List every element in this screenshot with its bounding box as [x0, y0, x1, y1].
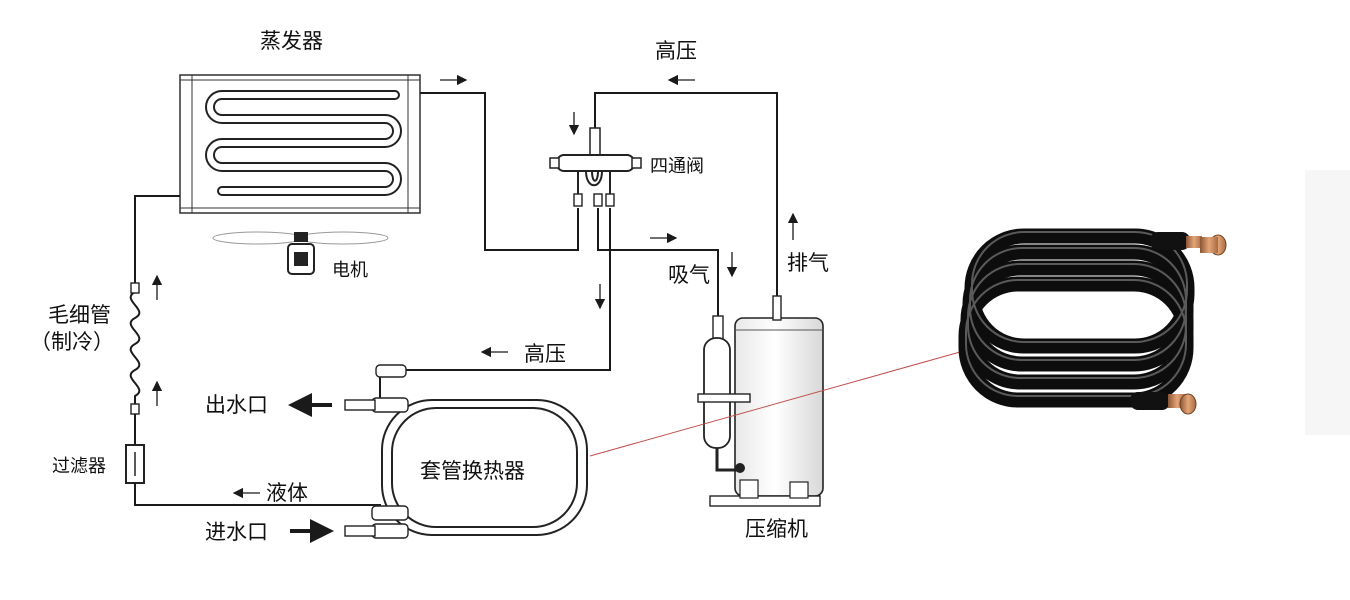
motor-label: 电机 — [332, 260, 368, 281]
suction-label: 吸气 — [668, 263, 710, 287]
capillary-note-label: （制冷） — [30, 330, 114, 354]
four-way-valve-label: 四通阀 — [650, 156, 704, 177]
evaporator-label: 蒸发器 — [260, 29, 323, 53]
coil-product-image — [958, 170, 1350, 435]
high-pressure-mid-label: 高压 — [524, 342, 566, 366]
exchanger-label: 套管换热器 — [420, 459, 525, 483]
compressor — [697, 295, 824, 507]
high-pressure-top-label: 高压 — [655, 39, 697, 63]
filter-label: 过滤器 — [52, 456, 106, 477]
flow-arrows — [151, 74, 799, 543]
tube-heat-exchanger — [344, 364, 588, 539]
capillary-label: 毛细管 — [48, 303, 111, 327]
evaporator — [179, 74, 421, 214]
motor-icon — [287, 232, 315, 275]
water-inlet-label: 进水口 — [205, 520, 268, 544]
liquid-label: 液体 — [266, 481, 308, 505]
water-outlet-label: 出水口 — [205, 393, 268, 417]
leader-line — [589, 351, 961, 457]
four-way-valve — [549, 127, 642, 207]
discharge-label: 排气 — [787, 251, 829, 275]
compressor-label: 压缩机 — [745, 517, 808, 541]
